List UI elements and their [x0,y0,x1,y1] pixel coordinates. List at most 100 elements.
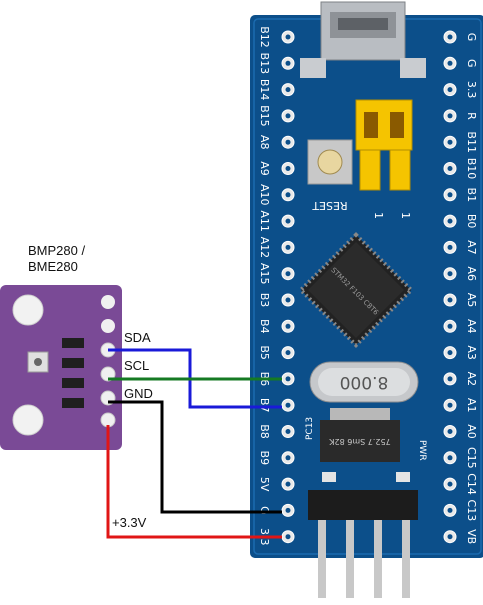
left-pin-hole-center [285,481,291,487]
right-pin-hole-center [447,244,453,250]
right-pin-label: G [465,33,478,42]
reset-button [307,139,353,185]
left-pin-label: A11 [258,210,271,232]
right-pin-label: R [465,112,478,120]
left-pin-hole-center [285,323,291,329]
right-pin-label: B0 [465,214,478,229]
left-pin-hole-center [285,139,291,145]
right-pin-label: B1 [465,188,478,203]
right-pin-hole-center [447,481,453,487]
right-pin-label: G [465,59,478,68]
left-pin-label: A8 [258,135,271,150]
right-pin-hole-center [447,139,453,145]
left-pin-hole-center [285,376,291,382]
right-pin-hole-center [447,455,453,461]
sensor-title-line2: BME280 [28,259,78,274]
left-pin-hole-center [285,455,291,461]
right-pin-hole-center [447,507,453,513]
right-pin-label: A6 [465,266,478,281]
jumper-label-2: 1 [399,212,412,219]
sensor-title: BMP280 / BME280 [28,243,85,275]
left-pin-hole-center [285,534,291,540]
right-pin-hole-center [447,34,453,40]
left-pin-hole-center [285,166,291,171]
right-pin-label: A1 [465,398,478,413]
regulator-label: 752.7 Sm6 82K [329,437,391,446]
left-pin-label: B9 [258,451,271,466]
left-pin-label: B15 [258,105,271,127]
jumper-label-1: 1 [372,212,385,219]
left-pin-label: A12 [258,237,271,259]
sensor-breakout [0,285,122,450]
right-pin-label: VB [465,529,478,544]
right-pin-label: B10 [465,158,478,180]
right-pin-label: 3.3 [465,81,478,99]
right-pin-label: A5 [465,293,478,308]
left-pin-hole-center [285,113,291,119]
vcc-wire [106,425,282,539]
mounting-hole-top [12,294,44,326]
left-pin-label: B13 [258,53,271,75]
left-pin-holes [281,30,295,544]
left-pin-label: B12 [258,26,271,48]
right-pin-hole-center [447,113,453,119]
left-pin-hole-center [285,429,291,434]
mounting-hole-bottom [12,404,44,436]
left-pin-label: G [258,506,271,515]
right-pin-hole-center [447,350,453,356]
right-pin-hole-center [447,323,453,329]
right-pin-hole-center [447,402,453,408]
left-pin-label: B4 [258,319,271,334]
left-pin-label: A10 [258,184,271,206]
right-pin-label: A7 [465,240,478,255]
left-pin-hole-center [285,297,291,303]
crystal: 8.000 [309,361,419,403]
gnd-wire [108,400,282,514]
right-pin-label: A0 [465,424,478,439]
right-pin-hole-center [447,376,453,382]
left-pin-label: 5V [258,477,271,492]
right-pin-hole-center [447,271,453,277]
voltage-regulator: 752.7 Sm6 82K [320,408,400,462]
right-pin-hole-center [447,297,453,303]
right-pin-hole-center [447,429,453,434]
left-pin-label: B3 [258,293,271,308]
left-pin-labels: B12B13B14B15A8A9A10A11A12A15B3B4B5B6B7B8… [258,26,271,545]
left-pin-label: A9 [258,161,271,176]
left-pin-hole-center [285,34,291,40]
left-pin-label: B14 [258,79,271,101]
reset-label: RESET [312,199,348,212]
usb-connector [300,1,426,78]
right-pin-label: B11 [465,131,478,153]
sensor-title-line1: BMP280 / [28,243,86,258]
right-pin-label: C13 [465,500,478,522]
stm32-board: RESET 1 1 STM32 F103 C8T6 [250,1,483,598]
right-pin-label: C14 [465,473,478,495]
pc13-label: PC13 [305,417,315,440]
scl-label: SCL [124,358,150,373]
pwr-label: PWR [417,440,427,461]
right-pin-labels: GG3.3RB11B10B1B0A7A6A5A4A3A2A1A0C15C14C1… [465,33,478,545]
vcc-label: +3.3V [112,515,147,530]
right-pin-hole-center [447,87,453,93]
right-pin-label: A3 [465,345,478,360]
left-pin-hole-center [285,192,291,198]
swd-header [308,490,418,598]
sda-label: SDA [124,330,151,345]
left-pin-hole-center [285,402,291,408]
left-pin-hole-center [285,244,291,250]
right-pin-hole-center [447,60,453,66]
right-pin-hole-center [447,218,453,224]
boot-jumpers [355,99,413,191]
left-pin-hole-center [285,60,291,66]
gnd-label: GND [124,386,153,401]
left-pin-hole-center [285,350,291,356]
left-pin-label: B8 [258,424,271,439]
right-pin-hole-center [447,192,453,198]
right-pin-label: C15 [465,447,478,469]
left-pin-label: B7 [258,398,271,413]
right-pin-hole-center [447,166,453,171]
left-pin-hole-center [285,507,291,513]
left-pin-label: B5 [258,345,271,360]
